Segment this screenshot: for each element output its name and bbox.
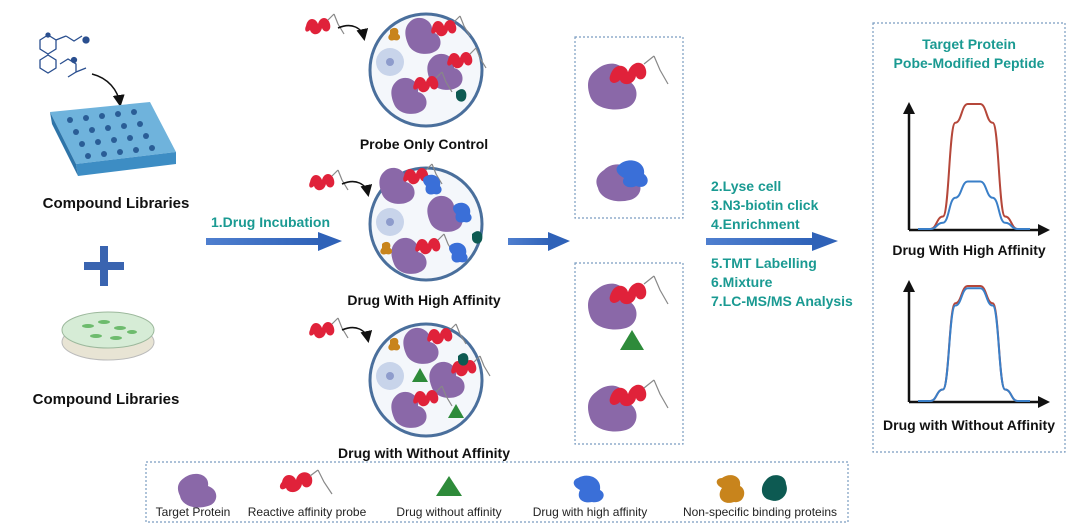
step-lyse-cell: 2.Lyse cell (711, 178, 782, 194)
chart-label-high-affinity: Drug With High Affinity (892, 242, 1046, 258)
panel-label-probe-only: Probe Only Control (359, 136, 489, 152)
legend-nonspecific-proteins-icon (716, 475, 787, 503)
curved-arrow (337, 24, 369, 41)
step-enrichment: 4.Enrichment (711, 216, 800, 232)
cell-high-affinity (368, 163, 484, 282)
enrichment-arrow (508, 232, 570, 251)
legend-label-drug-without-affinity: Drug without affinity (396, 505, 502, 519)
enrichment-box-high-affinity (574, 36, 684, 219)
compound-library-label-top: Compound Libraries (42, 195, 190, 212)
chart-series-line-1 (917, 102, 1030, 230)
step-biotin-click: 3.N3-biotin click (711, 197, 819, 213)
x-axis-arrowhead (1038, 224, 1050, 236)
curved-arrow (341, 326, 373, 343)
probe-icon (308, 317, 349, 339)
step-mixture: 6.Mixture (711, 274, 773, 290)
curved-arrow (341, 180, 373, 197)
chemical-structure-icon (39, 32, 90, 78)
legend-target-protein-icon (177, 473, 217, 508)
results-box (872, 22, 1066, 453)
plus-icon (84, 246, 124, 286)
incubation-arrow (206, 232, 342, 251)
probe-icon (308, 169, 349, 191)
petri-dish-icon (61, 311, 155, 361)
panel-label-high-affinity: Drug With High Affinity (347, 292, 501, 308)
cell-probe-only (368, 12, 487, 128)
curved-arrow (91, 73, 125, 107)
processing-steps-group2: 5.TMT Labelling 6.Mixture 7.LC-MS/MS Ana… (711, 254, 853, 311)
step-lcms-analysis: 7.LC-MS/MS Analysis (711, 293, 853, 309)
legend-reactive-probe-icon (279, 469, 333, 495)
drug-incubation-label: 1.Drug Incubation (211, 214, 330, 230)
processing-steps-group1: 2.Lyse cell 3.N3-biotin click 4.Enrichme… (711, 177, 818, 234)
results-title-line1: Target Protein (922, 36, 1016, 52)
panel-label-without-affinity: Drug with Without Affinity (338, 445, 510, 461)
y-axis-arrowhead (903, 102, 915, 114)
chart-series-line-2 (918, 287, 1030, 402)
legend-label-reactive-probe: Reactive affinity probe (247, 505, 367, 519)
compound-library-label-bottom: Compound Libraries (32, 391, 180, 408)
results-title-line2: Pobe-Modified Peptide (893, 55, 1045, 71)
well-plate-icon (50, 102, 176, 176)
legend-drug-without-affinity-icon (436, 476, 462, 496)
cell-without-affinity (368, 322, 491, 438)
chart-label-without-affinity: Drug with Without Affinity (883, 417, 1055, 433)
chart-high-affinity (917, 102, 1030, 230)
legend-label-nonspecific-proteins: Non-specific binding proteins (682, 505, 838, 519)
step-tmt-labelling: 5.TMT Labelling (711, 255, 817, 271)
chart-without-affinity (918, 284, 1030, 402)
chart-series-line-2 (917, 180, 1030, 230)
legend-label-target-protein: Target Protein (155, 505, 231, 519)
enrichment-box-without-affinity (574, 262, 684, 445)
analysis-arrow (706, 232, 838, 251)
legend-label-drug-high-affinity: Drug with high affinity (532, 505, 648, 519)
y-axis-arrowhead (903, 280, 915, 292)
legend-drug-high-affinity-icon (573, 475, 604, 503)
x-axis-arrowhead (1038, 396, 1050, 408)
probe-icon (304, 13, 345, 35)
